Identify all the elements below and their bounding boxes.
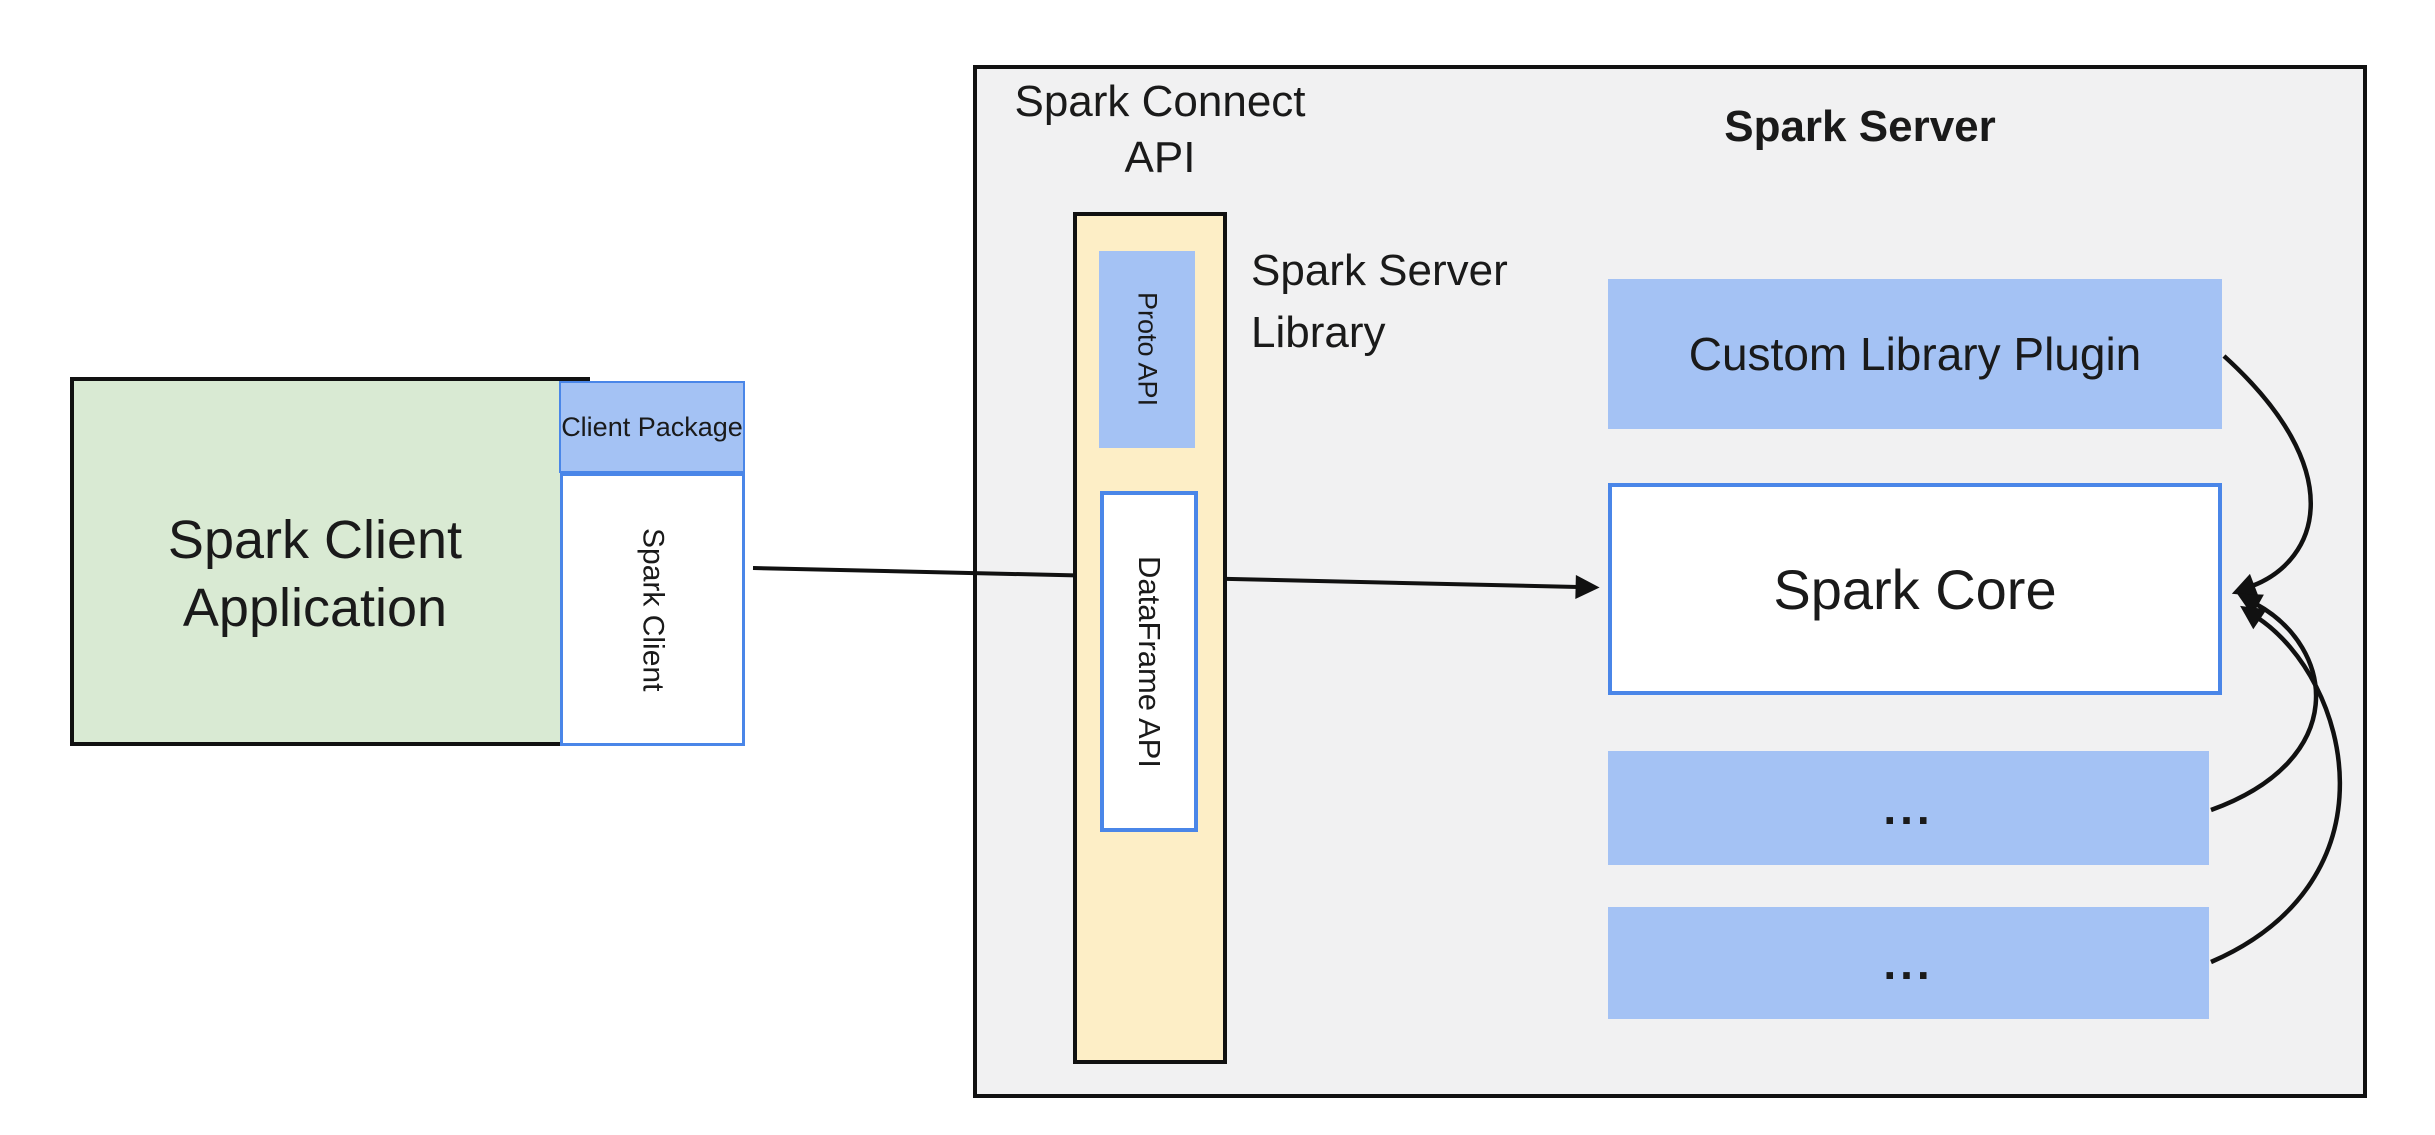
spark-server-title: Spark Server xyxy=(1724,102,1996,151)
dataframe-api-label: DataFrame API xyxy=(1132,555,1167,768)
spark-client-box: Spark Client xyxy=(560,473,745,746)
spark-core-box: Spark Core xyxy=(1608,483,2222,695)
module-placeholder-label-2: ... xyxy=(1883,937,1934,989)
spark-core-label: Spark Core xyxy=(1773,557,2057,621)
client-package-label: Client Package xyxy=(561,412,743,442)
proto-api-label: Proto API xyxy=(1132,292,1163,407)
custom-library-plugin-box: Custom Library Plugin xyxy=(1608,279,2222,429)
spark-connect-api-label: Spark Connect API xyxy=(1014,77,1306,182)
module-placeholder-box-1: ... xyxy=(1608,751,2209,865)
custom-library-plugin-label: Custom Library Plugin xyxy=(1688,328,2142,380)
spark-client-application-label: Spark Client Application xyxy=(167,510,463,638)
module-placeholder-label-1: ... xyxy=(1883,782,1934,834)
spark-client-application-box xyxy=(70,377,590,746)
dataframe-api-box: DataFrame API xyxy=(1100,491,1198,832)
module-placeholder-box-2: ... xyxy=(1608,907,2209,1019)
spark-server-library-label: Spark Server Library xyxy=(1251,246,1508,357)
proto-api-box: Proto API xyxy=(1099,251,1195,448)
spark-client-label: Spark Client xyxy=(636,527,670,692)
client-package-box: Client Package xyxy=(559,381,745,473)
